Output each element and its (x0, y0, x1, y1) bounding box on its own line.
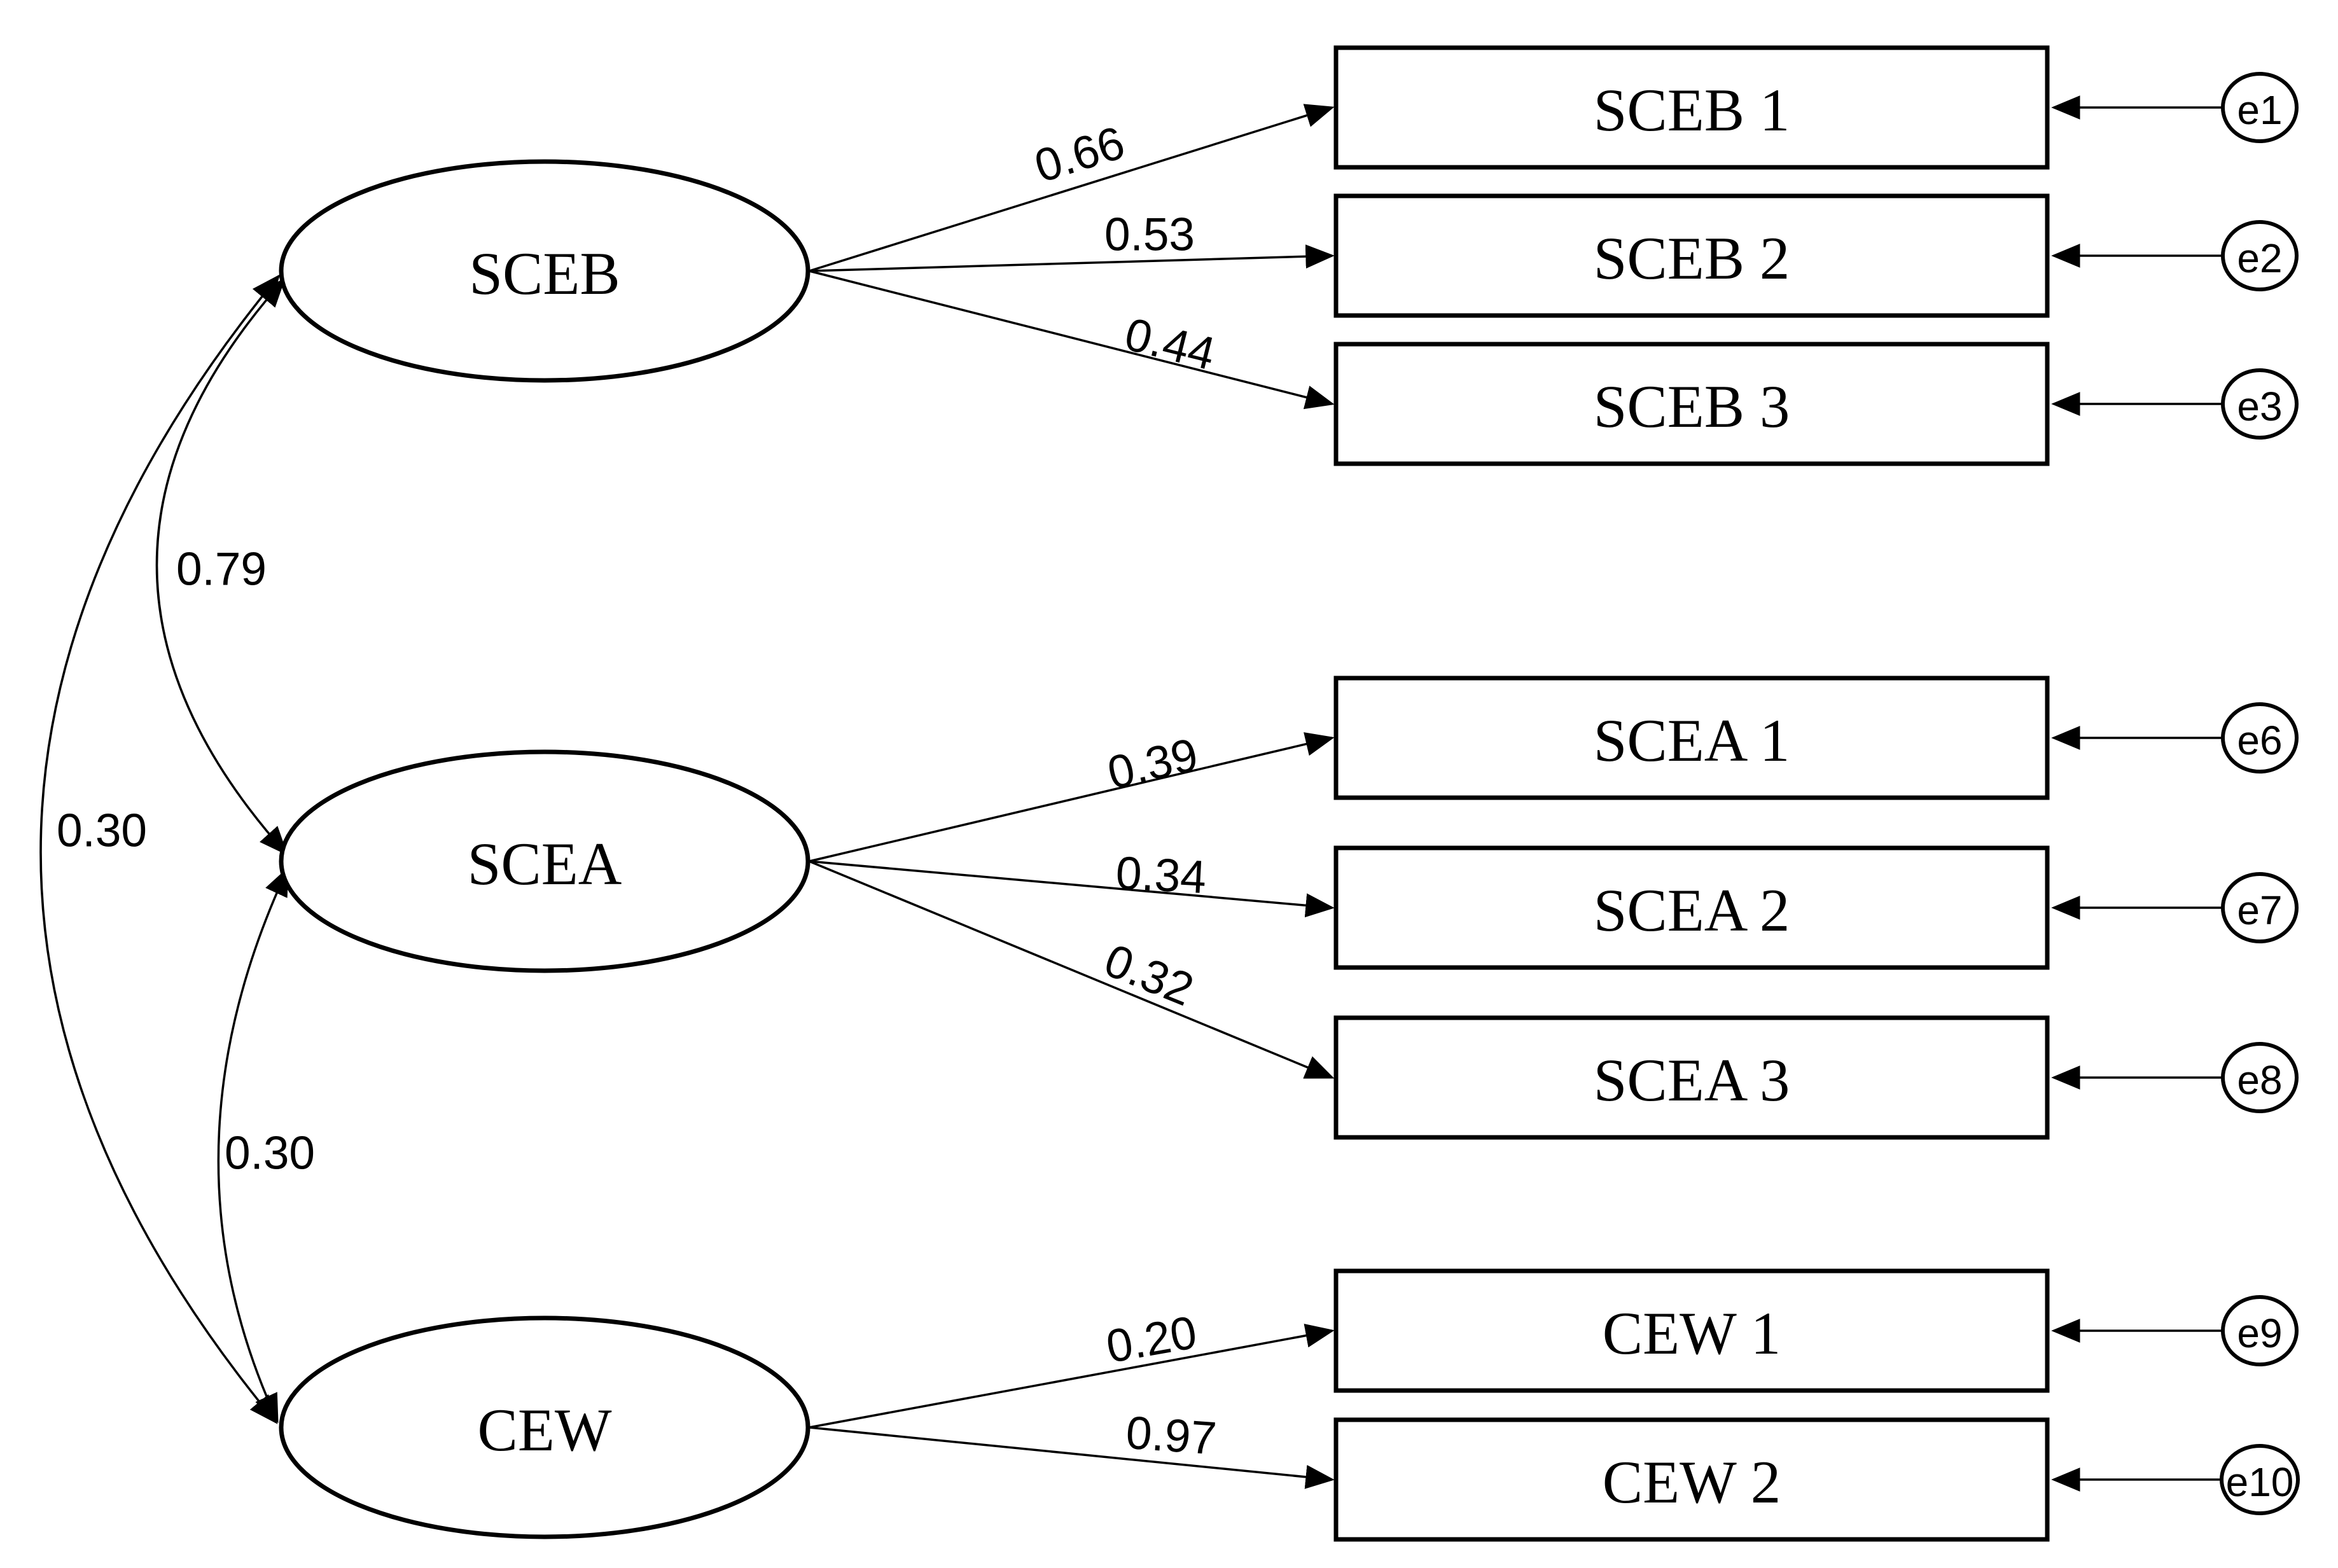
indicator-rect-scea2 (1333, 845, 2050, 970)
indicator-label-cew1: CEW 1 (1603, 1300, 1781, 1367)
loading-arrow-cew1 (809, 1323, 1335, 1429)
loading-arrow-sceb3 (809, 270, 1335, 410)
error-label-e10: e10 (2226, 1459, 2294, 1505)
error-label-e2: e2 (2237, 235, 2282, 281)
latent-variables: SCEB SCEA CEW (279, 159, 811, 1539)
loading-value-cew2: 0.97 (1124, 1407, 1218, 1465)
loading-value-sceb3: 0.44 (1120, 309, 1220, 380)
error-circle-e10 (2220, 1444, 2300, 1515)
latent-label-cew: CEW (477, 1396, 611, 1464)
indicator-rect-cew1 (1333, 1268, 2050, 1393)
indicator-variables: SCEB 1 SCEB 2 SCEB 3 SCEA 1 SCEA 2 SCEA … (1333, 45, 2050, 1542)
covariance-value-scea-cew: 0.30 (225, 1128, 315, 1179)
error-terms: e1 e2 e3 e6 e7 e8 e9 e10 (2051, 72, 2300, 1515)
loading-arrow-scea1 (809, 732, 1335, 863)
error-label-e7: e7 (2237, 887, 2282, 933)
error-circle-e8 (2221, 1042, 2299, 1113)
loading-value-scea1: 0.39 (1103, 729, 1203, 800)
indicator-label-scea2: SCEA 2 (1594, 877, 1790, 944)
covariance-arrows: 0.79 0.30 0.30 (39, 274, 315, 1424)
error-label-e8: e8 (2237, 1057, 2282, 1103)
error-label-e9: e9 (2237, 1310, 2282, 1356)
latent-ellipse-scea (279, 749, 811, 973)
latent-label-scea: SCEA (468, 830, 622, 898)
error-circle-e1 (2221, 72, 2299, 143)
error-label-e3: e3 (2237, 384, 2282, 429)
covariance-arrow-sceb-scea (155, 278, 288, 856)
loading-value-cew1: 0.20 (1103, 1307, 1200, 1373)
error-circle-e9 (2221, 1295, 2299, 1366)
error-circle-e7 (2221, 872, 2299, 943)
covariance-arrow-sceb-cew (39, 274, 281, 1424)
indicator-label-sceb1: SCEB 1 (1594, 76, 1790, 144)
indicator-rect-cew2 (1333, 1417, 2050, 1542)
loading-arrows: 0.66 0.53 0.44 0.39 0.34 0.32 0.20 0.97 (809, 104, 1335, 1489)
latent-label-sceb: SCEB (469, 240, 620, 307)
indicator-label-scea1: SCEA 1 (1594, 707, 1790, 774)
indicator-label-scea3: SCEA 3 (1594, 1046, 1790, 1114)
loading-arrow-cew2 (809, 1426, 1335, 1489)
loading-value-sceb1: 0.66 (1029, 116, 1131, 192)
indicator-rect-scea1 (1333, 676, 2050, 800)
error-circle-e6 (2221, 702, 2299, 774)
indicator-label-cew2: CEW 2 (1603, 1448, 1781, 1516)
indicator-rect-sceb3 (1333, 342, 2050, 466)
indicator-rect-scea3 (1333, 1015, 2050, 1140)
covariance-value-sceb-scea: 0.79 (176, 544, 267, 595)
error-label-e1: e1 (2237, 87, 2282, 133)
loading-arrow-sceb1 (809, 104, 1335, 272)
latent-ellipse-sceb (279, 159, 811, 383)
indicator-rect-sceb1 (1333, 45, 2050, 170)
indicator-rect-sceb2 (1333, 193, 2050, 318)
covariance-value-sceb-cew: 0.30 (57, 805, 147, 857)
error-label-e6: e6 (2237, 718, 2282, 763)
loading-value-scea2: 0.34 (1115, 847, 1207, 903)
latent-ellipse-cew (279, 1315, 811, 1539)
loading-value-scea3: 0.32 (1097, 934, 1200, 1016)
indicator-label-sceb3: SCEB 3 (1594, 373, 1790, 440)
loading-value-sceb2: 0.53 (1104, 209, 1195, 261)
covariance-arrow-scea-cew (217, 866, 289, 1424)
loading-arrow-scea3 (809, 860, 1335, 1079)
loading-arrow-scea2 (809, 860, 1335, 918)
indicator-label-sceb2: SCEB 2 (1594, 225, 1790, 292)
error-circle-e3 (2221, 368, 2299, 440)
error-circle-e2 (2221, 220, 2299, 291)
loading-arrow-sceb2 (809, 244, 1335, 272)
